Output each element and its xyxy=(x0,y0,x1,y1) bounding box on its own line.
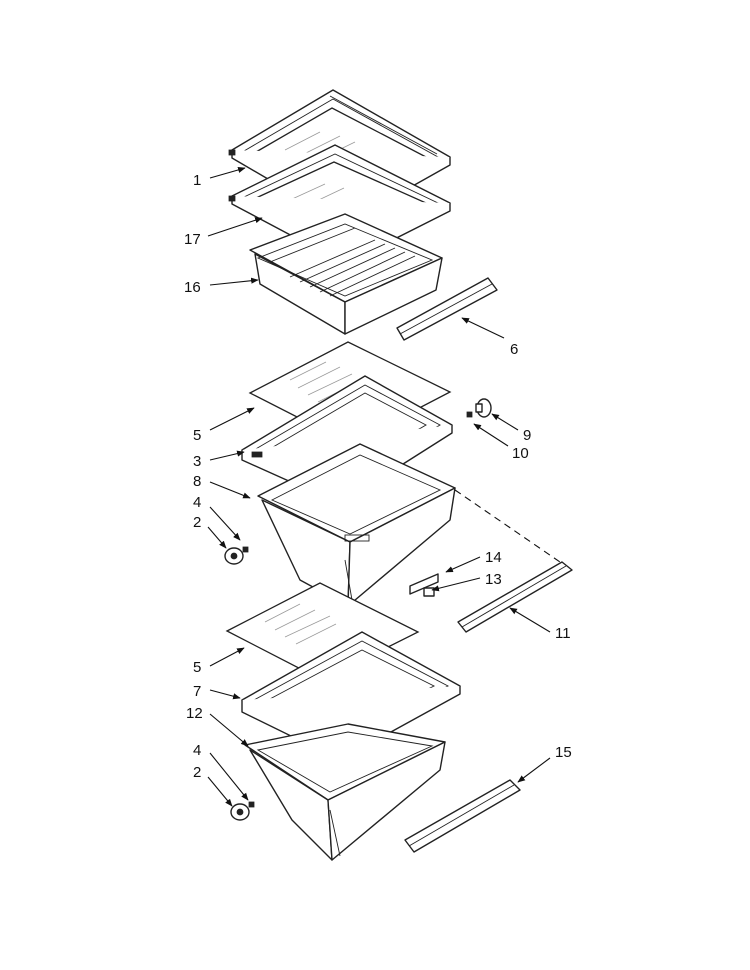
callout-13: 13 xyxy=(485,571,502,588)
callout-12: 12 xyxy=(186,705,203,722)
callout-17: 17 xyxy=(184,231,201,248)
callout-8: 8 xyxy=(193,473,201,490)
callout-7: 7 xyxy=(193,683,201,700)
part-16-drawer xyxy=(249,213,443,335)
part-14-slider xyxy=(409,573,439,595)
callout-4-lower: 4 xyxy=(193,742,201,759)
callout-11: 11 xyxy=(555,625,571,642)
callout-5-upper: 5 xyxy=(193,427,201,444)
callout-2-lower: 2 xyxy=(193,764,201,781)
callout-14: 14 xyxy=(485,549,502,566)
callout-16: 16 xyxy=(184,279,201,296)
part-6-trim xyxy=(396,277,498,341)
callout-5-lower: 5 xyxy=(193,659,201,676)
callout-4-upper: 4 xyxy=(193,494,201,511)
part-13-clip xyxy=(423,587,435,597)
part-2-roller-lower xyxy=(230,803,250,821)
part-9-roller xyxy=(475,398,492,418)
part-4-screw-upper xyxy=(242,546,249,553)
callout-6: 6 xyxy=(510,341,518,358)
part-11-trim xyxy=(457,561,573,633)
callout-10: 10 xyxy=(512,445,529,462)
callout-1: 1 xyxy=(193,172,201,189)
leader-lines xyxy=(207,166,551,807)
callout-15: 15 xyxy=(555,744,572,761)
callout-3: 3 xyxy=(193,453,201,470)
alignment-line xyxy=(454,489,561,563)
part-2-roller-upper xyxy=(224,547,244,565)
part-10-screw xyxy=(466,411,473,418)
callout-labels: 1 17 16 6 5 9 10 3 8 4 2 14 13 11 5 7 12… xyxy=(184,172,572,781)
callout-2-upper: 2 xyxy=(193,514,201,531)
part-4-screw-lower xyxy=(248,801,255,808)
callout-9: 9 xyxy=(523,427,531,444)
part-12-drawer xyxy=(244,723,446,861)
part-15-trim xyxy=(404,779,521,853)
